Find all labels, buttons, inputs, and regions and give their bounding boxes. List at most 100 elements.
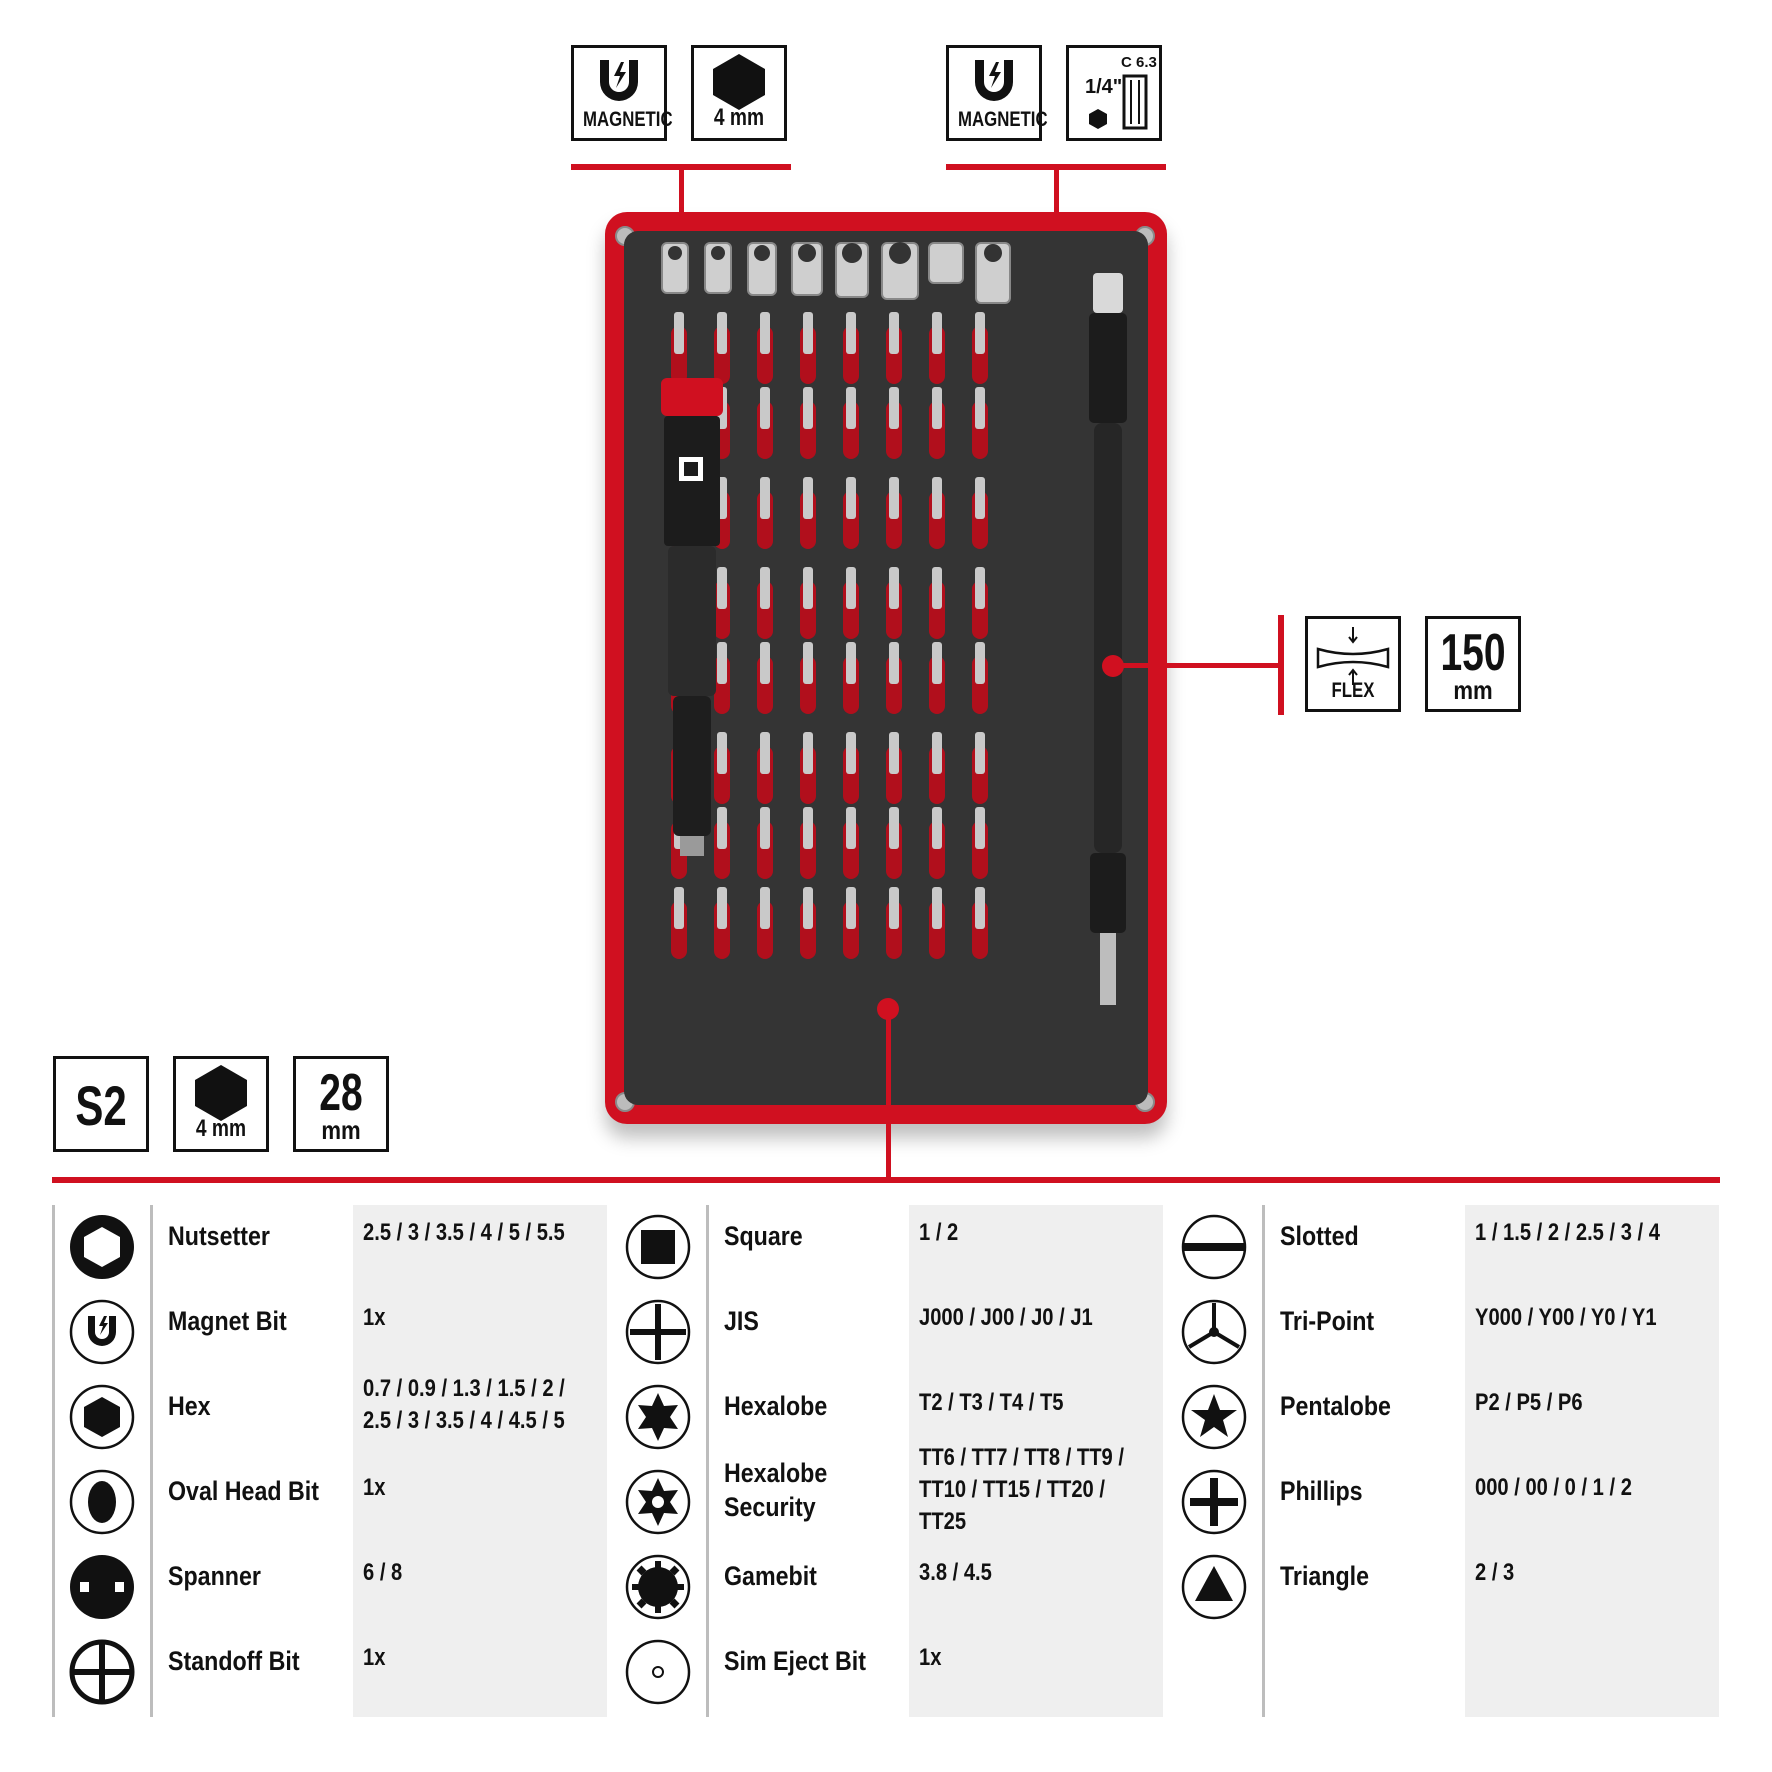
- bit: [760, 477, 770, 519]
- bit-type-name: Magnet Bit: [168, 1306, 287, 1336]
- bit: [932, 567, 942, 609]
- triangle-icon: [1181, 1554, 1247, 1620]
- column-rule: [706, 1205, 709, 1717]
- legend-row: Gamebit 3.8 / 4.5: [608, 1545, 1168, 1630]
- length-value: 150: [1440, 624, 1506, 682]
- magnetic-badge-right: MAGNETIC: [946, 45, 1048, 141]
- flex-shaft-icon: [1316, 627, 1390, 685]
- legend-row: Hex 0.7 / 0.9 / 1.3 / 1.5 / 2 / 2.5 / 3 …: [52, 1375, 612, 1460]
- bit-sizes: 1x: [363, 1304, 386, 1331]
- bit: [846, 887, 856, 929]
- slotted-icon: [1181, 1214, 1247, 1280]
- foam-tray: [624, 231, 1148, 1105]
- bit-type-name: Hexalobe Security: [724, 1458, 828, 1522]
- drive-badge: C 6.3 1/4": [1066, 45, 1162, 141]
- hexagon-outline-icon: [70, 1215, 134, 1279]
- column-rule: [150, 1205, 153, 1717]
- bit-type-name: Nutsetter: [168, 1221, 270, 1251]
- drive-fraction-label: 1/4": [1085, 76, 1123, 98]
- bit-type-name: Triangle: [1280, 1561, 1370, 1591]
- gamebit-icon: [625, 1554, 691, 1620]
- hex-4mm-badge-top: 4 mm: [691, 45, 787, 141]
- quarter-inch-hex-drive-icon: [1089, 74, 1148, 130]
- top-right-connector: [1054, 168, 1059, 228]
- bit: [889, 807, 899, 849]
- bit: [674, 887, 684, 929]
- legend-row: Hexalobe Security TT6 / TT7 / TT8 / TT9 …: [608, 1444, 1168, 1545]
- legend-column: Nutsetter 2.5 / 3 / 3.5 / 4 / 5 / 5.5 Ma…: [52, 1205, 608, 1717]
- bit-type-name: Spanner: [168, 1561, 261, 1591]
- bit: [760, 642, 770, 684]
- legend-column: Square 1 / 2 JIS J000 / J00 / J0 / J1 He…: [608, 1205, 1164, 1717]
- legend-row: Oval Head Bit 1x: [52, 1460, 612, 1545]
- bit: [889, 732, 899, 774]
- hexagon-filled-icon: [713, 54, 765, 110]
- legend-row: Phillips 000 / 00 / 0 / 1 / 2: [1164, 1460, 1724, 1545]
- bit: [717, 807, 727, 849]
- bit: [717, 642, 727, 684]
- bit: [889, 387, 899, 429]
- bit: [975, 567, 985, 609]
- bit-type-name: JIS: [724, 1306, 759, 1336]
- bit-type-name: Hex: [168, 1391, 211, 1421]
- bit-sizes: 6 / 8: [363, 1559, 403, 1586]
- bit: [803, 477, 813, 519]
- bit: [803, 732, 813, 774]
- square-icon: [625, 1214, 691, 1280]
- bit-sizes: T2 / T3 / T4 / T5: [919, 1389, 1064, 1416]
- hexagon-filled-icon: [69, 1384, 135, 1450]
- bit: [803, 387, 813, 429]
- bit: [803, 312, 813, 354]
- bit: [717, 887, 727, 929]
- bit-type-name: Square: [724, 1221, 803, 1251]
- length-unit: mm: [1453, 675, 1493, 705]
- bit: [717, 567, 727, 609]
- bit: [932, 642, 942, 684]
- length-150-badge: 150 mm: [1425, 616, 1521, 712]
- bit: [760, 312, 770, 354]
- magnetic-badge-left: MAGNETIC: [571, 45, 673, 141]
- hexagon-filled-icon: [195, 1065, 247, 1121]
- bit-sizes: TT6 / TT7 / TT8 / TT9 / TT10 / TT15 / TT…: [919, 1444, 1124, 1535]
- bit: [889, 887, 899, 929]
- pentalobe-icon: [1181, 1384, 1247, 1450]
- bits-illustration: [661, 242, 1127, 1005]
- bit: [889, 642, 899, 684]
- bit-sizes: 1 / 1.5 / 2 / 2.5 / 3 / 4: [1475, 1219, 1660, 1246]
- bit-sizes: P2 / P5 / P6: [1475, 1389, 1583, 1416]
- bit: [760, 387, 770, 429]
- bit: [760, 807, 770, 849]
- sim-eject-icon: [625, 1639, 691, 1705]
- hexalobe-security-icon: [625, 1469, 691, 1535]
- bottom-connector: [886, 1009, 891, 1179]
- top-left-bracket: [571, 164, 791, 170]
- bit-sizes: 1x: [363, 1644, 386, 1671]
- legend-row: Standoff Bit 1x: [52, 1630, 612, 1715]
- bit: [975, 887, 985, 929]
- bit-type-name: Hexalobe: [724, 1391, 828, 1421]
- bit: [846, 807, 856, 849]
- bit-type-name: Gamebit: [724, 1561, 817, 1591]
- bit-sizes: 000 / 00 / 0 / 1 / 2: [1475, 1474, 1632, 1501]
- column-rule: [52, 1205, 55, 1717]
- bit: [975, 477, 985, 519]
- bit: [803, 642, 813, 684]
- bit: [975, 807, 985, 849]
- magnetic-label: MAGNETIC: [583, 108, 673, 131]
- bit-type-name: Sim Eject Bit: [724, 1646, 866, 1676]
- bit-sizes: 3.8 / 4.5: [919, 1559, 992, 1586]
- legend-row: Magnet Bit 1x: [52, 1290, 612, 1375]
- phillips-icon: [1181, 1469, 1247, 1535]
- bit: [846, 642, 856, 684]
- bit-length-unit: mm: [321, 1115, 361, 1145]
- bit: [975, 387, 985, 429]
- hex-size-label-bottom: 4 mm: [195, 1115, 247, 1142]
- flex-badge: FLEX: [1305, 616, 1401, 712]
- hex-size-label: 4 mm: [713, 104, 765, 131]
- length-28-badge: 28 mm: [293, 1056, 389, 1152]
- bit-sizes: J000 / J00 / J0 / J1: [919, 1304, 1093, 1331]
- values-background: [1465, 1205, 1719, 1717]
- tri-point-icon: [1181, 1299, 1247, 1365]
- bit: [760, 567, 770, 609]
- material-label: S2: [75, 1074, 127, 1137]
